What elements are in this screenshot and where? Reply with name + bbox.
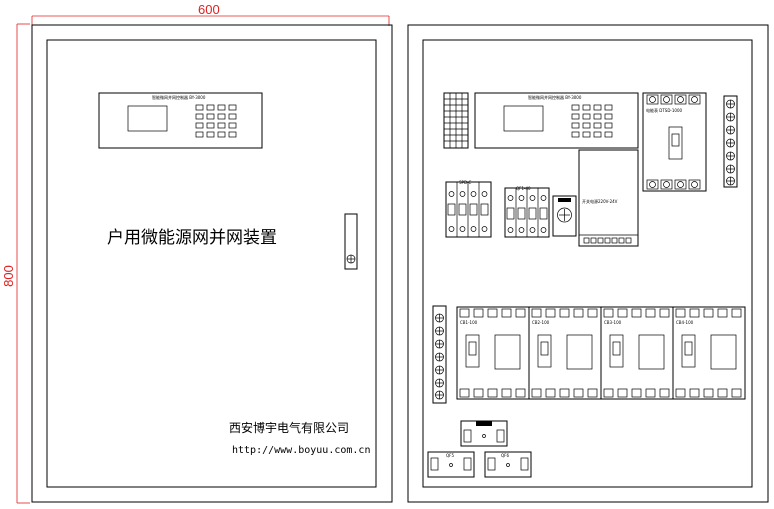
terminal-strip-left [432, 305, 447, 404]
height-dimension-label: 800 [1, 265, 16, 287]
breaker-4-label: CB4-100 [676, 320, 694, 325]
front-controller-label: 智能微网并网控制器 BY-3000 [152, 94, 206, 100]
socket-1-label: QF5 [446, 453, 454, 458]
power-supply: 开关电源220V-24V [578, 149, 639, 247]
socket-2: QF6 [484, 451, 532, 478]
width-dimension-label: 600 [198, 2, 220, 17]
inner-panel [407, 24, 769, 503]
socket-1: QF5 [427, 451, 475, 478]
energy-meter: 电能表 DTSD-1000 [642, 92, 707, 192]
terminal-block-top [443, 92, 469, 149]
front-controller: 智能微网并网控制器 BY-3000 [98, 92, 263, 149]
rotary-switch[interactable] [552, 195, 577, 237]
breaker-1-label: CB1-100 [460, 320, 478, 325]
company-name: 西安博宇电气有限公司 [229, 420, 349, 435]
meter-label: 电能表 DTSD-1000 [646, 107, 682, 113]
door-handle[interactable] [344, 213, 358, 270]
device-title: 户用微能源网并网装置 [107, 228, 277, 248]
power-supply-label: 开关电源220V-24V [582, 198, 618, 204]
breaker-2[interactable]: CB2-100 [528, 306, 602, 400]
dimension-lines [16, 15, 390, 504]
breaker-3-label: CB3-100 [604, 320, 622, 325]
surge-protector: SPD-C [445, 180, 492, 238]
breaker-1[interactable]: CB1-100 [456, 306, 530, 400]
inner-controller-label: 智能微网并网控制器 BY-3000 [528, 94, 582, 100]
inner-controller: 智能微网并网控制器 BY-3000 [474, 92, 639, 149]
breaker-row: CB1-100 CB2-100 CB3-100 [456, 306, 746, 400]
spd-label: SPD-C [459, 180, 471, 185]
small-switch[interactable] [460, 420, 508, 447]
breaker-2-label: CB2-100 [532, 320, 550, 325]
terminal-strip-right [723, 95, 738, 188]
socket-2-label: QF6 [501, 453, 509, 458]
front-door [31, 24, 393, 503]
company-website: http://www.boyuu.com.cn [232, 445, 370, 456]
breaker-4[interactable]: CB4-100 [672, 306, 746, 400]
mcb-group: QF1-40 [504, 186, 550, 238]
fuse-label: QF1-40 [516, 186, 531, 191]
breaker-3[interactable]: CB3-100 [600, 306, 674, 400]
